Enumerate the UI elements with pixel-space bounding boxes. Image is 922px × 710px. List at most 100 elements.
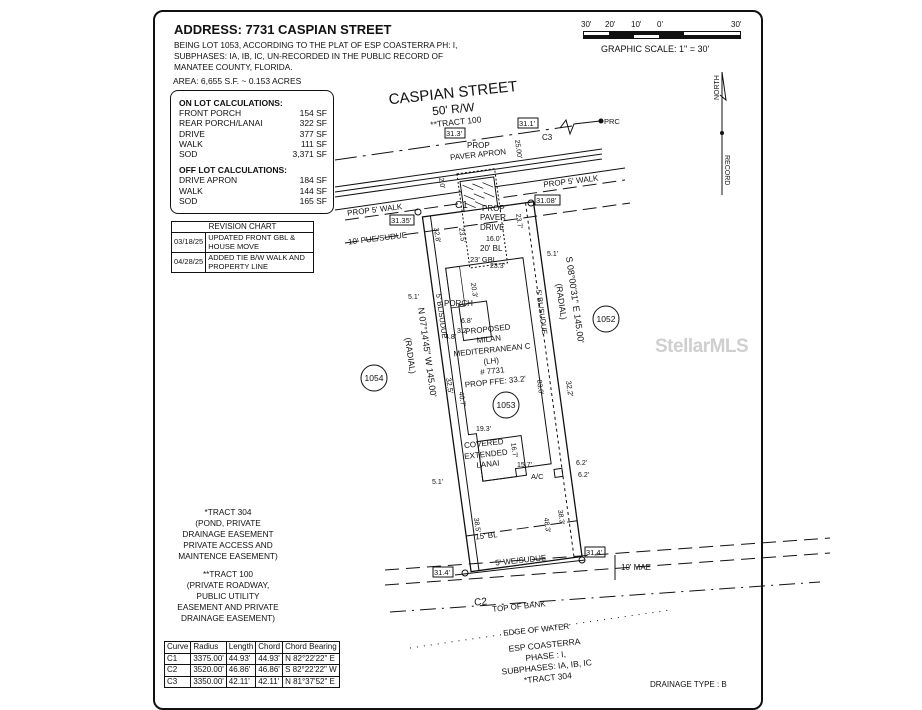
revision-desc: UPDATED FRONT GBL & HOUSE MOVE [205, 231, 314, 253]
calc-label: WALK [179, 185, 203, 196]
elevation-tag: 31.4' [434, 568, 451, 577]
dimension: 6.2' [576, 460, 587, 467]
drive-label-1: PROP [482, 204, 505, 213]
curve-cell: C2 [163, 664, 192, 677]
paver-drive [456, 168, 509, 269]
dimension-labels: 25.00' 2.0' 32.8' 23.5' 16.0' 23.7' 23.3… [408, 139, 589, 533]
subdivision-line: PHASE : I, [525, 649, 566, 663]
house-label-line: (LH) [483, 356, 500, 367]
note-line: *TRACT 304 [204, 507, 252, 517]
calc-label: SOD [179, 195, 198, 206]
lot-corner-monuments [414, 199, 586, 577]
on-lot-title: ON LOT CALCULATIONS: [179, 98, 283, 108]
dimension: 23.5' [457, 227, 466, 243]
dimension: 15.7' [517, 462, 532, 469]
c3-label: C3 [542, 133, 553, 142]
gbl-label: 23' GBL [470, 255, 497, 264]
house-label-line: MILAN [476, 333, 501, 345]
revision-date: 04/28/25 [170, 251, 207, 273]
dimension: 2.0' [437, 177, 445, 189]
dimension: 5.1' [547, 251, 558, 258]
right-radial: (RADIAL) [554, 283, 569, 321]
mae-label: 10' MAE [621, 563, 651, 572]
elevation-tag: 31.4' [586, 548, 603, 557]
elevation-tags: 31.3' 31.1' 31.35' 31.08' 32.5' 32.2' 31… [389, 117, 606, 578]
dimension: 38.5' [472, 517, 481, 533]
dimension: 23.7' [514, 213, 523, 229]
off-lot-title: OFF LOT CALCULATIONS: [179, 165, 287, 176]
col-header: Curve [163, 641, 192, 654]
dimension: 32.8' [432, 227, 441, 243]
elevation-tag: 31.3' [446, 129, 463, 138]
north-arrow-icon: NORTH RECORD [714, 71, 730, 195]
calc-value: 111 SF [300, 138, 327, 149]
elevation-tag: 31.08' [536, 196, 557, 205]
c1-label: C1 [455, 200, 468, 211]
calc-value: 144 SF [299, 185, 327, 196]
dimension: 38.3' [556, 509, 565, 525]
curve-cell: 42.11' [255, 675, 284, 688]
street-lines [334, 118, 831, 649]
curve-table-header: Curve Radius Length Chord Chord Bearing [163, 641, 340, 654]
calc-value: 154 SF [299, 108, 327, 119]
right-lot-bearing: S 08°00'31" E 145.00' [564, 256, 586, 344]
address-title: ADDRESS: 7731 CASPIAN STREET [174, 22, 392, 37]
scale-tick: 30' [581, 20, 592, 29]
revision-desc: ADDED TIE B/W WALK AND PROPERTY LINE [205, 251, 314, 273]
calc-value: 165 SF [299, 195, 327, 206]
dimension: 4.8' [445, 334, 456, 341]
elevation-tag: 32.2' [564, 380, 575, 398]
scale-tick: 30' [731, 20, 742, 29]
scale-bar [583, 31, 741, 39]
note-line: DRAINAGE EASEMENT) [180, 613, 276, 623]
dimension: 83.0' [535, 379, 544, 395]
c2-label: C2 [474, 596, 488, 608]
apron-label-2: PAVER APRON [450, 147, 507, 162]
drainage-type: DRAINAGE TYPE : B [650, 680, 727, 689]
calc-label: DRIVE APRON [179, 175, 238, 186]
drive-label-3: DRIVE [480, 223, 504, 232]
drive-label-2: PAVER [480, 213, 506, 222]
bl20-label: 20' BL [480, 244, 503, 253]
curve-cell: N 81°37'52" E [282, 675, 340, 688]
site-plan-drawing: NORTH RECORD [334, 71, 831, 685]
apron-label-1: PROP [467, 141, 490, 150]
porch [458, 300, 492, 342]
left-radial: (RADIAL) [403, 337, 418, 375]
lot-number-1054: 1054 [365, 373, 384, 383]
paver-apron [459, 176, 499, 212]
curve-cell: 44.93' [225, 652, 257, 665]
elevation-tag: 32.5' [444, 377, 455, 395]
dimension: 19.3' [476, 426, 491, 433]
curve-cell: 46.86' [225, 664, 257, 677]
note-line: (POND, PRIVATE [195, 518, 261, 528]
elevation-tag: 31.1' [519, 119, 536, 128]
note-line: (PRIVATE ROADWAY, [186, 580, 270, 590]
north-label: NORTH [714, 75, 721, 100]
curve-cell: N 82°22'22" E [282, 652, 340, 665]
col-header: Chord [255, 641, 284, 654]
calc-value: 377 SF [299, 128, 327, 139]
house-label-line: PROP FFE: 33.2' [464, 374, 526, 389]
top-of-bank-label: TOP OF BANK [492, 599, 547, 614]
scale-label: GRAPHIC SCALE: 1" = 30' [601, 44, 710, 54]
lot-numbers: 1052 1053 1054 [360, 305, 620, 419]
dimension: 6.8' [461, 318, 472, 325]
calc-row: WALK 111 SF [179, 139, 327, 149]
subdivision-label: ESP COASTERRA PHASE : I, SUBPHASES: IA, … [501, 636, 592, 685]
dimension: 48.3' [542, 517, 551, 533]
pue-label: 10' PUE/SUDUE [348, 230, 408, 246]
lot-area: AREA: 6,655 S.F. ~ 0.153 ACRES [173, 76, 302, 86]
bl15-label: 15' BL [475, 530, 499, 541]
house-label-line: # 7731 [480, 365, 506, 377]
lanai-label: COVERED EXTENDED LANAI [464, 437, 509, 470]
col-header: Length [225, 641, 257, 654]
calc-label: WALK [179, 138, 203, 149]
